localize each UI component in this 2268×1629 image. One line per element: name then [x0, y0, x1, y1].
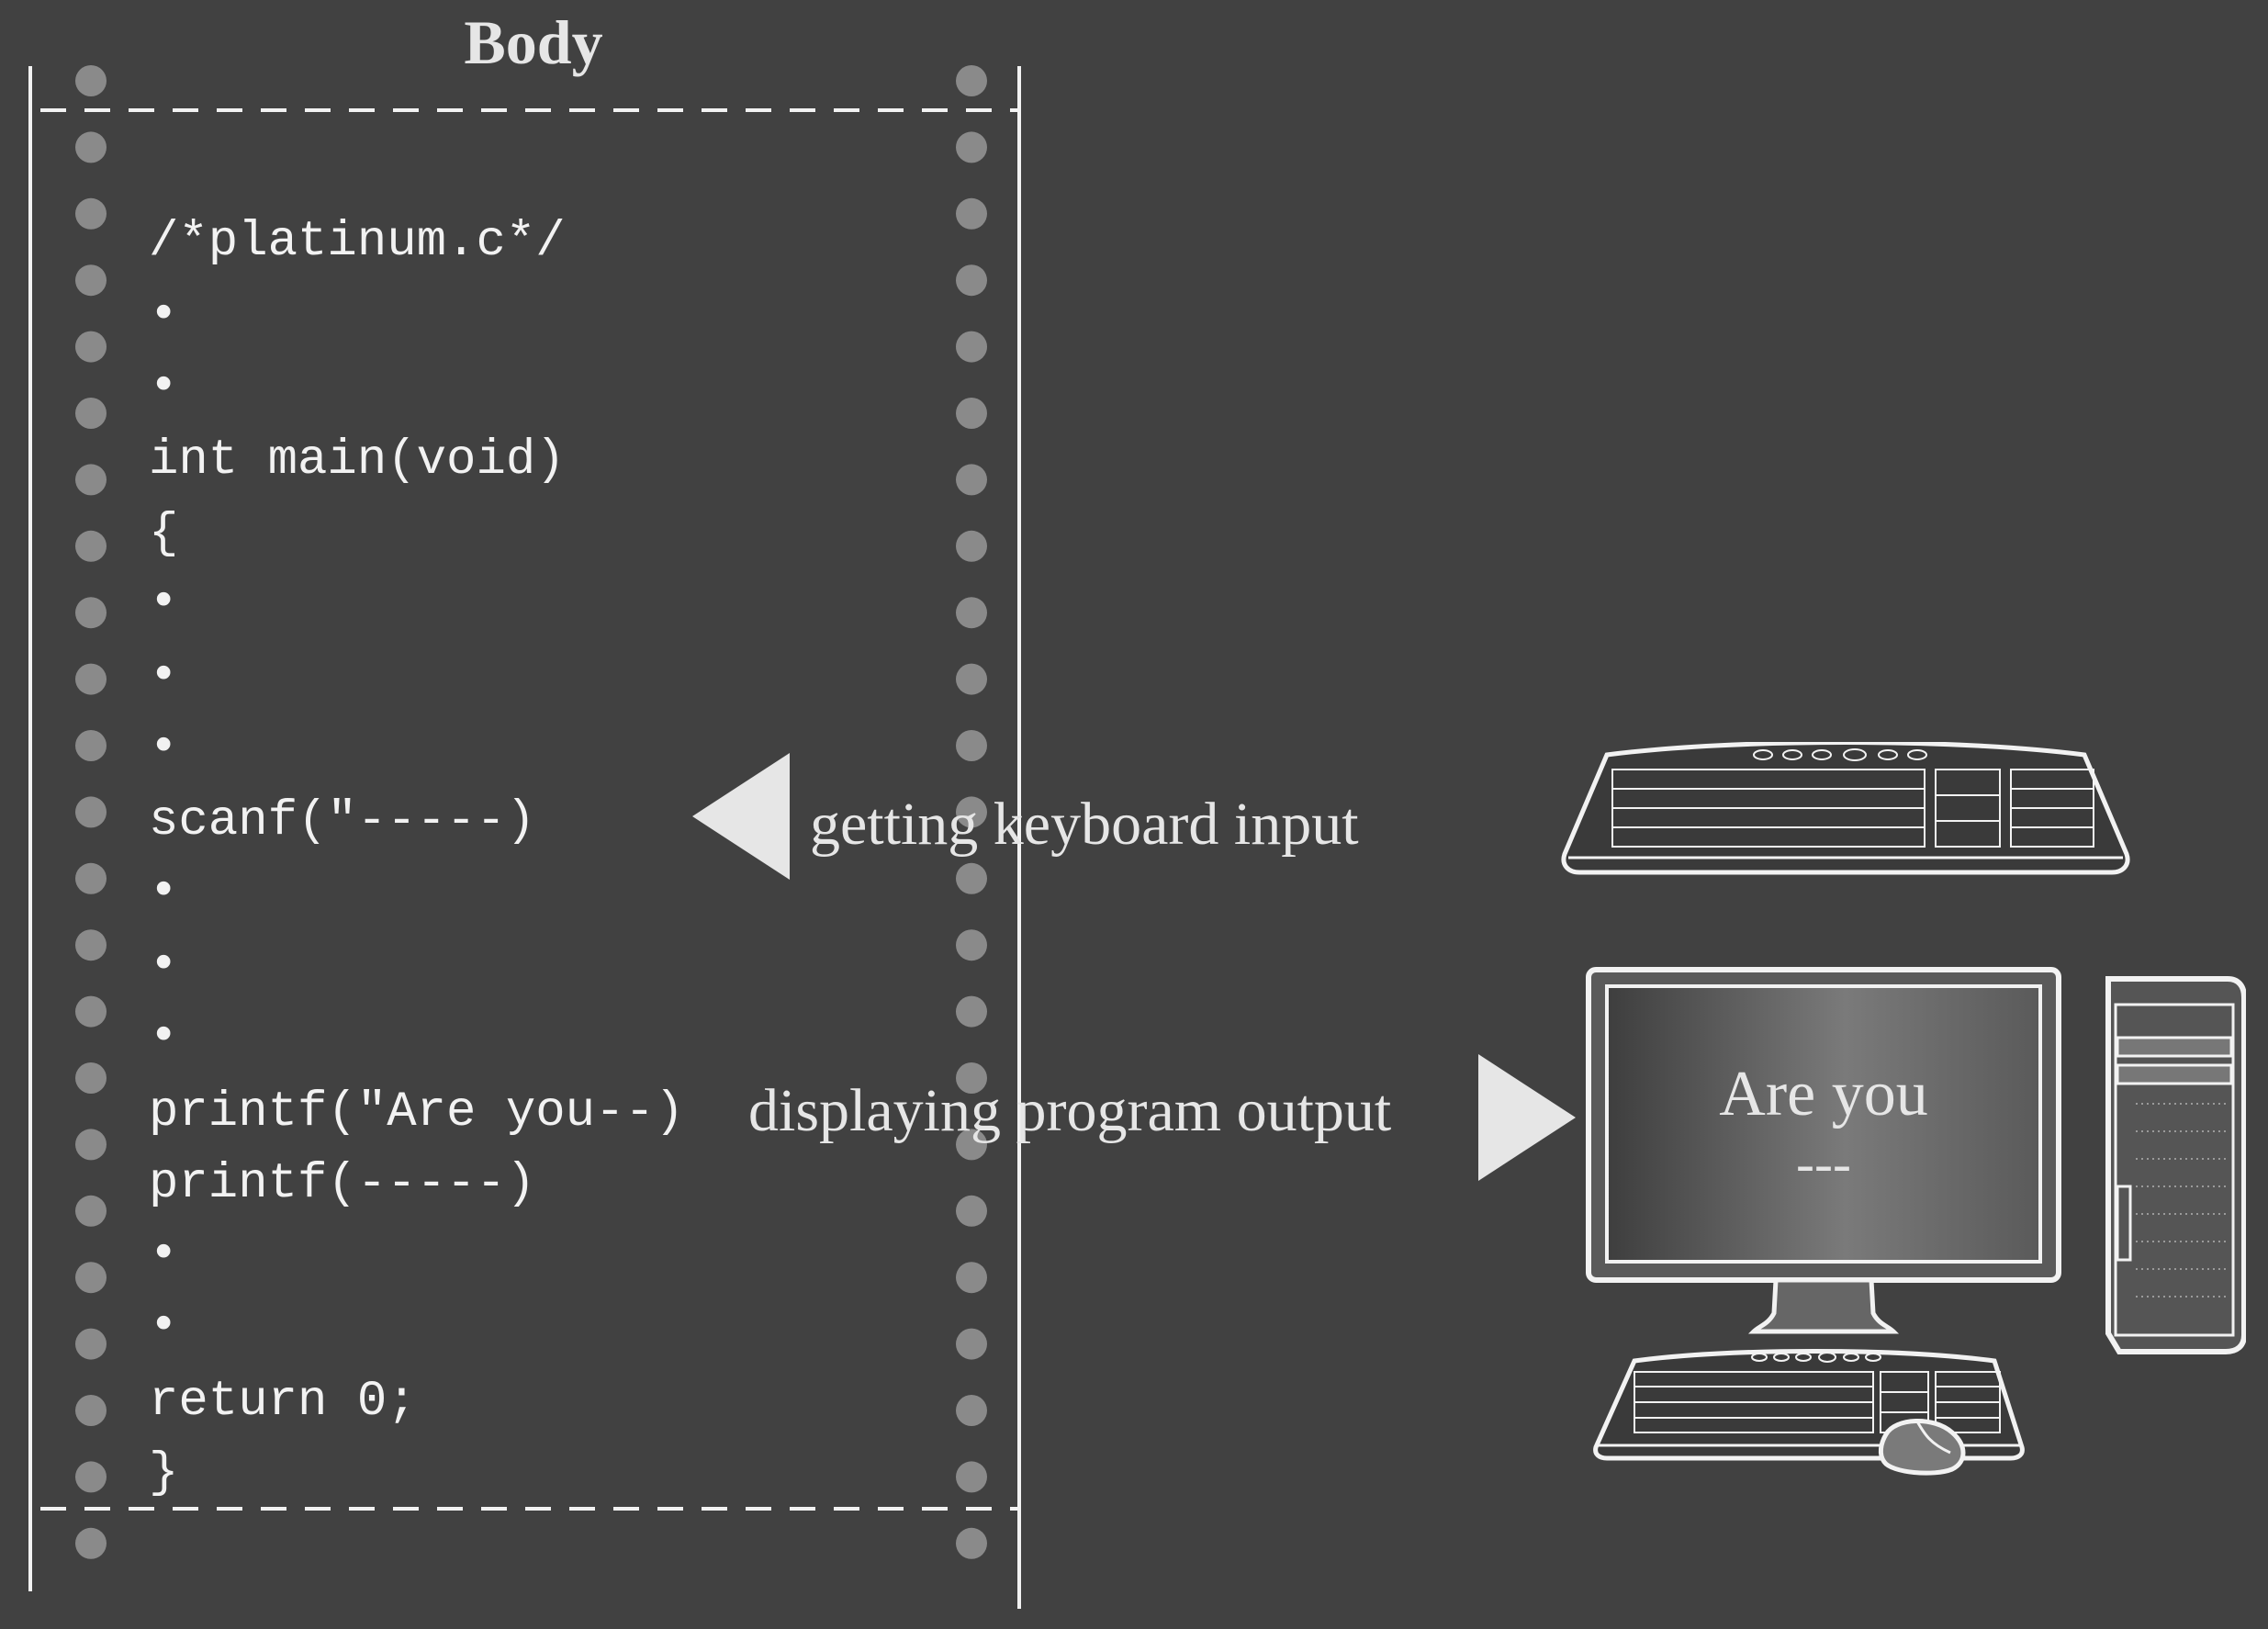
sprocket-hole — [956, 597, 987, 629]
sprocket-hole — [956, 1195, 987, 1227]
code-ellipsis-dot: • — [149, 1009, 179, 1065]
tower-icon — [2105, 976, 2246, 1354]
sprocket-hole — [75, 1062, 107, 1094]
code-open-brace: { — [149, 506, 179, 562]
sprocket-hole — [75, 1461, 107, 1493]
sprocket-hole — [956, 730, 987, 761]
sprocket-hole — [75, 1328, 107, 1360]
monitor-icon — [1586, 967, 2061, 1334]
code-ellipsis-dot: • — [149, 720, 179, 776]
code-return-line: return 0; — [149, 1374, 417, 1430]
code-printf-line-2: printf(-----) — [149, 1156, 536, 1212]
code-frame — [28, 65, 1021, 1609]
code-printf-line-1: printf("Are you--) — [149, 1084, 685, 1140]
sprocket-hole — [956, 995, 987, 1028]
sprocket-hole — [75, 1262, 107, 1294]
sprocket-hole — [956, 1527, 987, 1559]
sprocket-hole — [75, 862, 107, 894]
code-ellipsis-dot: • — [149, 1298, 179, 1354]
code-ellipsis-dot: • — [149, 864, 179, 920]
sprocket-hole — [956, 1262, 987, 1294]
sprocket-hole — [75, 464, 107, 496]
label-program-output: displaying program output — [748, 1077, 1392, 1144]
sprocket-hole — [956, 1062, 987, 1094]
sprocket-hole — [75, 929, 107, 961]
arrow-left-icon — [692, 753, 790, 880]
code-file-comment: /*platinum.c*/ — [149, 214, 566, 270]
sprocket-hole — [75, 530, 107, 562]
code-ellipsis-dot: • — [149, 938, 179, 994]
sprocket-hole — [956, 398, 987, 429]
sprocket-hole — [75, 1195, 107, 1227]
sprocket-hole — [956, 862, 987, 894]
sprocket-holes-left — [75, 65, 107, 1559]
screen-text-line2: --- — [1796, 1133, 1851, 1194]
sprocket-hole — [75, 131, 107, 163]
sprocket-hole — [75, 1395, 107, 1426]
screen-text-line1: Are you — [1719, 1059, 1928, 1129]
sprocket-hole — [75, 663, 107, 695]
code-scanf-line: scanf("-----) — [149, 793, 536, 849]
sprocket-hole — [75, 597, 107, 629]
sprocket-hole — [956, 1328, 987, 1360]
sprocket-hole — [956, 264, 987, 297]
keyboard-icon — [1561, 742, 2130, 875]
code-ellipsis-dot: • — [149, 575, 179, 631]
code-close-brace: } — [149, 1445, 179, 1501]
sprocket-hole — [956, 1129, 987, 1161]
sprocket-holes-right — [956, 65, 987, 1559]
label-keyboard-input: getting keyboard input — [810, 791, 1359, 858]
sprocket-hole — [956, 929, 987, 961]
sprocket-hole — [75, 331, 107, 363]
code-ellipsis-dot: • — [149, 359, 179, 415]
sprocket-hole — [75, 1527, 107, 1559]
diagram-title: Body — [464, 7, 603, 77]
code-main-signature: int main(void) — [149, 433, 566, 489]
sprocket-hole — [75, 730, 107, 761]
sprocket-hole — [75, 264, 107, 297]
sprocket-hole — [956, 530, 987, 562]
sprocket-hole — [956, 1395, 987, 1426]
sprocket-hole — [75, 65, 107, 96]
sprocket-hole — [956, 65, 987, 96]
code-ellipsis-dot: • — [149, 648, 179, 704]
sprocket-hole — [956, 464, 987, 496]
arrow-right-icon — [1478, 1054, 1576, 1181]
sprocket-hole — [75, 197, 107, 230]
sprocket-hole — [956, 1461, 987, 1493]
code-ellipsis-dot: • — [149, 1227, 179, 1283]
code-ellipsis-dot: • — [149, 287, 179, 343]
sprocket-hole — [75, 398, 107, 429]
sprocket-hole — [956, 331, 987, 363]
sprocket-hole — [75, 796, 107, 828]
sprocket-hole — [956, 197, 987, 230]
sprocket-hole — [956, 796, 987, 828]
sprocket-hole — [75, 995, 107, 1028]
sprocket-hole — [956, 663, 987, 695]
computer-icon: Are you --- — [1585, 966, 2246, 1499]
mouse-icon — [1878, 1419, 1966, 1476]
sprocket-hole — [75, 1129, 107, 1161]
sprocket-hole — [956, 131, 987, 163]
